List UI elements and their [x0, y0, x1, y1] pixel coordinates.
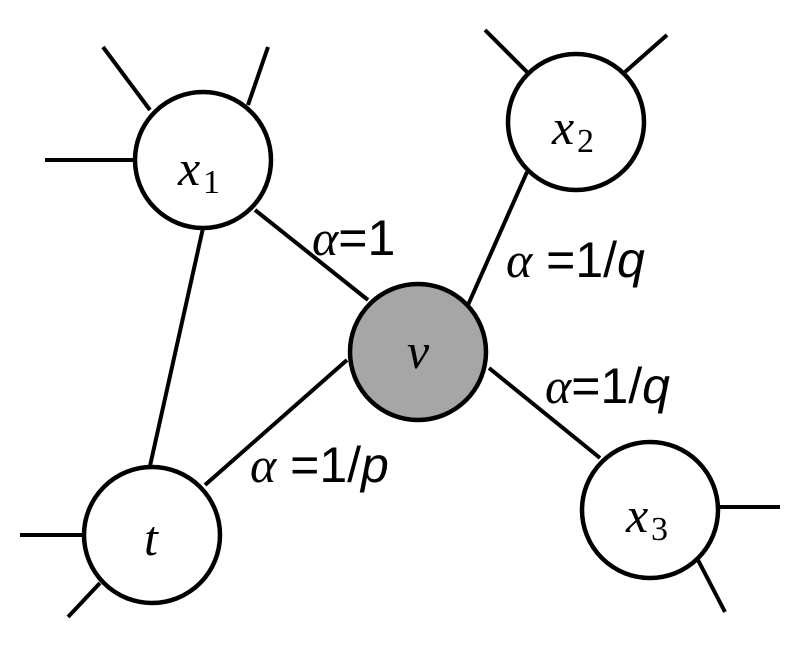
edge-label-v-x3: α=1/q	[545, 358, 670, 414]
node-x2-circle	[505, 51, 647, 193]
stub-edges	[20, 28, 780, 619]
edge-v-t	[203, 358, 349, 487]
node-x1-circle	[132, 89, 274, 231]
node-t-circle	[81, 464, 223, 606]
edge-x1-v	[253, 208, 370, 302]
node-x1-subscript: 1	[203, 164, 220, 201]
node-x3-subscript: 3	[651, 511, 668, 548]
stub-t-lower-left	[66, 581, 102, 619]
node-x2: x 2	[505, 51, 647, 193]
node-v-label: v	[407, 323, 430, 379]
edge-label-v-x2-alpha: α	[506, 232, 534, 288]
edge-label-v-x3-value: =1/	[571, 358, 642, 414]
edges	[148, 171, 602, 487]
stub-x3-lower-right	[696, 559, 727, 613]
edge-label-v-t: α =1/p	[250, 437, 389, 493]
edge-label-v-x2: α =1/q	[506, 232, 645, 288]
edge-label-v-x1-value: =1	[338, 210, 395, 266]
node-x3-circle	[579, 439, 721, 581]
node-v-circle	[347, 281, 489, 423]
edge-label-v-x3-var: q	[642, 358, 670, 414]
node-x3: x 3	[579, 439, 721, 581]
edge-label-v-x1: α=1	[312, 210, 395, 266]
stub-x2-upper-left	[483, 28, 529, 74]
edge-x1-t	[148, 227, 205, 467]
edge-v-x3	[487, 366, 602, 460]
node-x3-label: x	[625, 487, 648, 543]
edge-label-v-x3-alpha: α	[545, 358, 573, 414]
node-t-label: t	[144, 510, 159, 566]
node-x1: x 1	[132, 89, 274, 231]
edge-x2-v	[466, 171, 529, 306]
edge-label-v-x2-var: q	[617, 232, 645, 288]
edge-label-v-t-value: =1/	[276, 437, 361, 493]
edge-label-v-x1-alpha: α	[312, 210, 340, 266]
edge-label-v-x2-value: =1/	[532, 232, 617, 288]
node-v: v	[347, 281, 489, 423]
stub-x2-upper-right	[623, 33, 669, 74]
node-x1-label: x	[177, 140, 200, 196]
stub-x1-upper-right	[246, 46, 270, 106]
stub-x1-upper-left	[101, 45, 152, 112]
edge-label-v-t-alpha: α	[250, 437, 278, 493]
node-x2-label: x	[551, 99, 574, 155]
edge-label-v-t-var: p	[359, 437, 389, 493]
node-t: t	[81, 464, 223, 606]
node-x2-subscript: 2	[577, 123, 594, 160]
